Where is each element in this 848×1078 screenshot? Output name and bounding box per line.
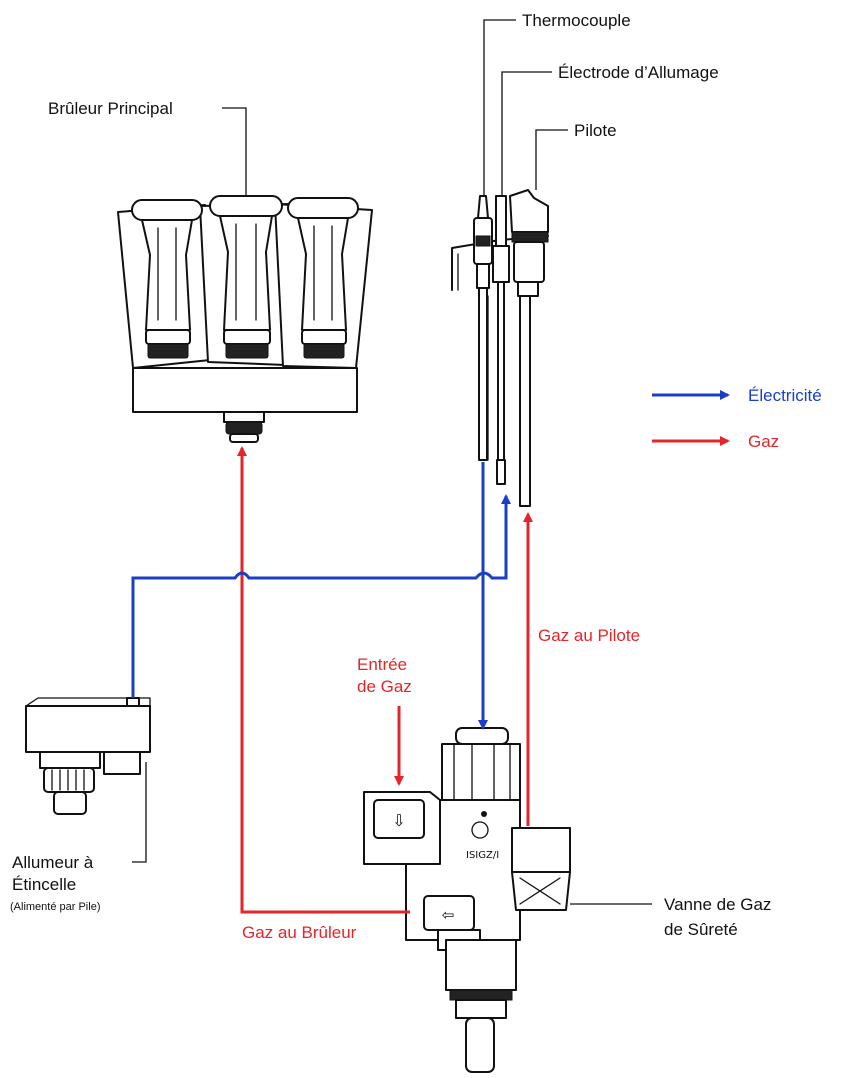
spark-igniter-illustration <box>25 697 151 815</box>
label-burner: Brûleur Principal <box>48 99 173 118</box>
svg-text:⇩: ⇩ <box>392 811 405 830</box>
pilot-assembly-illustration <box>451 189 549 507</box>
legend: Électricité Gaz <box>652 386 822 451</box>
electrode-leader <box>501 71 552 196</box>
label-valve-line2: de Sûreté <box>664 920 738 939</box>
pilot-leader <box>535 129 568 190</box>
legend-electricity-label: Électricité <box>748 386 822 405</box>
gas-to-burner-line <box>237 446 410 914</box>
safety-gas-valve-illustration: ⇩ ISIGZ/I ⇦ <box>363 727 571 1073</box>
label-igniter-line2: Étincelle <box>12 875 76 894</box>
label-valve-line1: Vanne de Gaz <box>664 895 771 914</box>
label-pilot: Pilote <box>574 121 617 140</box>
label-thermocouple: Thermocouple <box>522 11 631 30</box>
label-gas-inlet-line2: de Gaz <box>357 677 412 696</box>
svg-text:⇦: ⇦ <box>442 906 455 924</box>
igniter-leader <box>132 762 147 863</box>
thermocouple-leader <box>483 19 516 196</box>
legend-gas-label: Gaz <box>748 432 779 451</box>
main-burner-illustration <box>117 195 373 443</box>
label-electrode: Électrode d’Allumage <box>558 63 719 82</box>
label-igniter-note: (Alimenté par Pile) <box>10 901 100 913</box>
label-gas-inlet-line1: Entrée <box>357 655 407 674</box>
burner-leader <box>222 107 247 196</box>
label-gas-to-pilot: Gaz au Pilote <box>538 626 640 645</box>
label-igniter-line1: Allumeur à <box>12 853 94 872</box>
electricity-igniter-line <box>131 494 511 698</box>
label-gas-to-burner: Gaz au Brûleur <box>242 923 357 942</box>
svg-text:ISIGZ/I: ISIGZ/I <box>466 850 499 861</box>
